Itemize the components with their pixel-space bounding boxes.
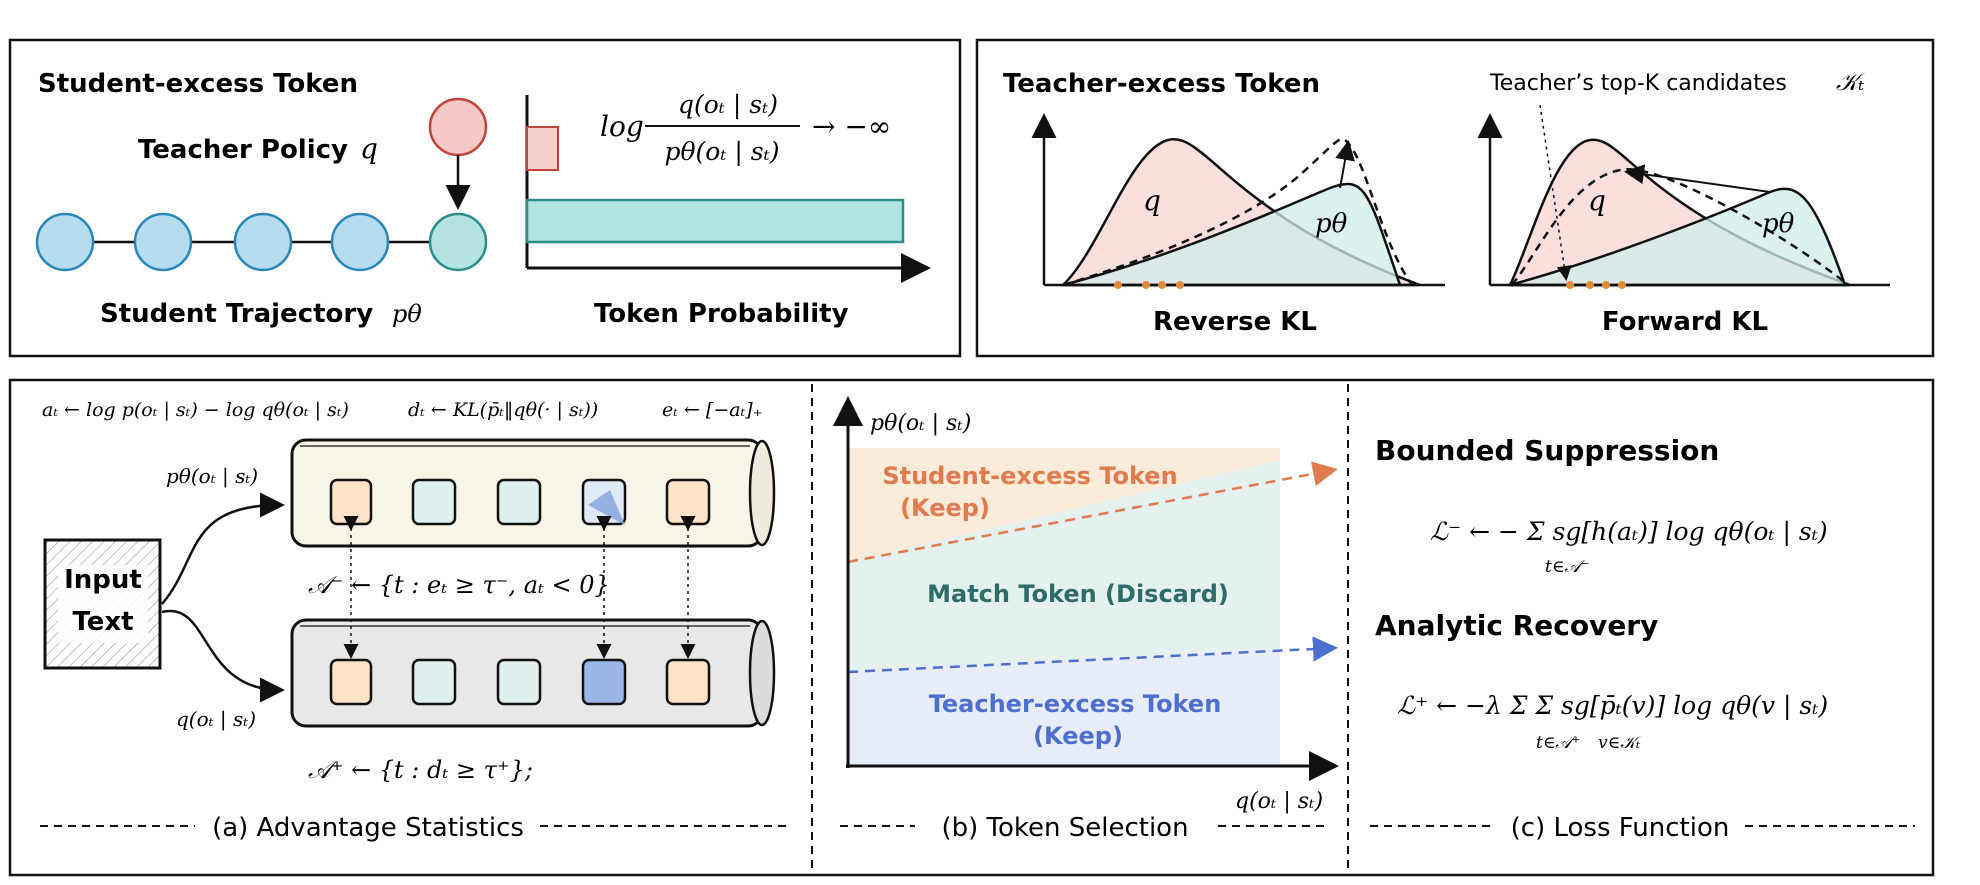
teacher-token-3: [496, 658, 542, 706]
analytic-sum-subscript-v: v∈𝒦ₜ: [1598, 733, 1641, 753]
student-node-4: [330, 212, 390, 272]
student-threshold-line: [847, 461, 1338, 564]
teacher-excess-keep-tag: (Keep): [1033, 722, 1123, 750]
student-excess-keep-label: Student-excess Token: [882, 462, 1177, 490]
teacher-token-4: [581, 658, 627, 706]
student-excess-title: Student-excess Token: [38, 69, 358, 99]
selection-x-label: q(oₜ | sₜ): [1235, 789, 1323, 814]
teacher-token-5: [665, 658, 711, 706]
panel-student-excess-frame: [8, 38, 962, 358]
formula-denominator: pθ(oₜ | sₜ): [664, 137, 779, 167]
forward-p-label: pθ: [1762, 209, 1795, 239]
formula-advantage: aₜ ← log p(oₜ | sₜ) − log qθ(oₜ | sₜ): [42, 399, 349, 421]
forward-kl-caption: Forward KL: [1602, 307, 1768, 337]
topk-symbol: 𝒦ₜ: [1836, 68, 1866, 96]
student-node-1: [35, 212, 95, 272]
input-text-line2: Text: [72, 607, 133, 637]
caption-loss-function: (c) Loss Function: [1511, 813, 1730, 843]
teacher-token-1: [329, 658, 373, 706]
token-probability-label: Token Probability: [594, 299, 849, 329]
formula-log: log: [600, 110, 644, 143]
topk-label: Teacher’s top-K candidates: [1489, 71, 1787, 96]
region-teacher-excess: [848, 650, 1280, 766]
teacher-prob-bar: [526, 126, 559, 171]
student-node-3: [233, 212, 293, 272]
student-token-2: [411, 478, 457, 526]
teacher-threshold-line: [847, 636, 1338, 674]
student-excess-keep-tag: (Keep): [900, 494, 990, 522]
caption-advantage-statistics: (a) Advantage Statistics: [212, 813, 524, 843]
panel-bottom-frame: [8, 378, 1935, 877]
region-student-excess-wedge: [848, 448, 1280, 562]
reverse-kl-caption: Reverse KL: [1153, 307, 1317, 337]
panel-teacher-excess-frame: [975, 38, 1935, 358]
reverse-kl-plot: [1031, 113, 1445, 289]
reverse-p-label: pθ: [1315, 209, 1348, 239]
bounded-suppression-formula: ℒ⁻ ← − Σ sg[h(aₜ)] log qθ(oₜ | sₜ): [1430, 517, 1828, 547]
input-text-backdrop: [58, 565, 148, 643]
formula-kl-d: dₜ ← KL(p̄ₜ‖qθ(· | sₜ)): [408, 399, 598, 421]
set-a-plus: 𝒜⁺ ← {t : dₜ ≥ τ⁺};: [308, 756, 533, 784]
formula-excess-e: eₜ ← [−aₜ]₊: [662, 399, 763, 421]
student-trajectory-symbol: pθ: [392, 300, 422, 328]
selection-y-label: pθ(oₜ | sₜ): [870, 411, 971, 436]
q-branch-label: q(oₜ | sₜ): [176, 707, 256, 732]
p-theta-branch-label: pθ(oₜ | sₜ): [166, 464, 258, 489]
teacher-node: [428, 97, 488, 157]
bounded-sum-subscript: t∈𝒜⁻: [1545, 557, 1589, 577]
bounded-suppression-title: Bounded Suppression: [1375, 434, 1719, 467]
student-token-3: [496, 478, 542, 526]
formula-limit: → −∞: [812, 110, 891, 143]
connector-to-student: [161, 492, 285, 605]
student-token-5: [665, 478, 711, 526]
student-token-1: [329, 478, 373, 526]
region-match: [848, 460, 1280, 672]
teacher-token-2: [411, 658, 457, 706]
caption-token-selection: (b) Token Selection: [941, 813, 1188, 843]
connector-to-teacher: [161, 609, 285, 703]
reverse-q-label: q: [1143, 184, 1161, 217]
input-text-line1: Input: [64, 565, 142, 595]
current-student-node: [428, 212, 488, 272]
student-trajectory-label: Student Trajectory: [100, 299, 373, 329]
analytic-recovery-title: Analytic Recovery: [1375, 609, 1658, 642]
student-node-2: [133, 212, 193, 272]
set-a-minus: 𝒜⁻ ← {t : eₜ ≥ τ⁻, aₜ < 0}: [308, 571, 610, 599]
match-token-discard-label: Match Token (Discard): [927, 580, 1229, 608]
formula-numerator: q(oₜ | sₜ): [678, 90, 778, 120]
forward-q-label: q: [1588, 184, 1606, 217]
student-token-4-shade: [588, 490, 625, 525]
student-prob-bar: [525, 198, 905, 244]
analytic-recovery-formula: ℒ⁺ ← −λ Σ Σ sg[p̄ₜ(v)] log qθ(v | sₜ): [1397, 691, 1828, 721]
teacher-policy-symbol: q: [360, 132, 378, 165]
forward-kl-plot: [1477, 104, 1890, 289]
teacher-excess-title: Teacher-excess Token: [1003, 69, 1320, 99]
teacher-excess-keep-label: Teacher-excess Token: [929, 690, 1222, 718]
analytic-sum-subscript-t: t∈𝒜⁺: [1536, 733, 1580, 753]
teacher-policy-label: Teacher Policy: [138, 135, 348, 165]
